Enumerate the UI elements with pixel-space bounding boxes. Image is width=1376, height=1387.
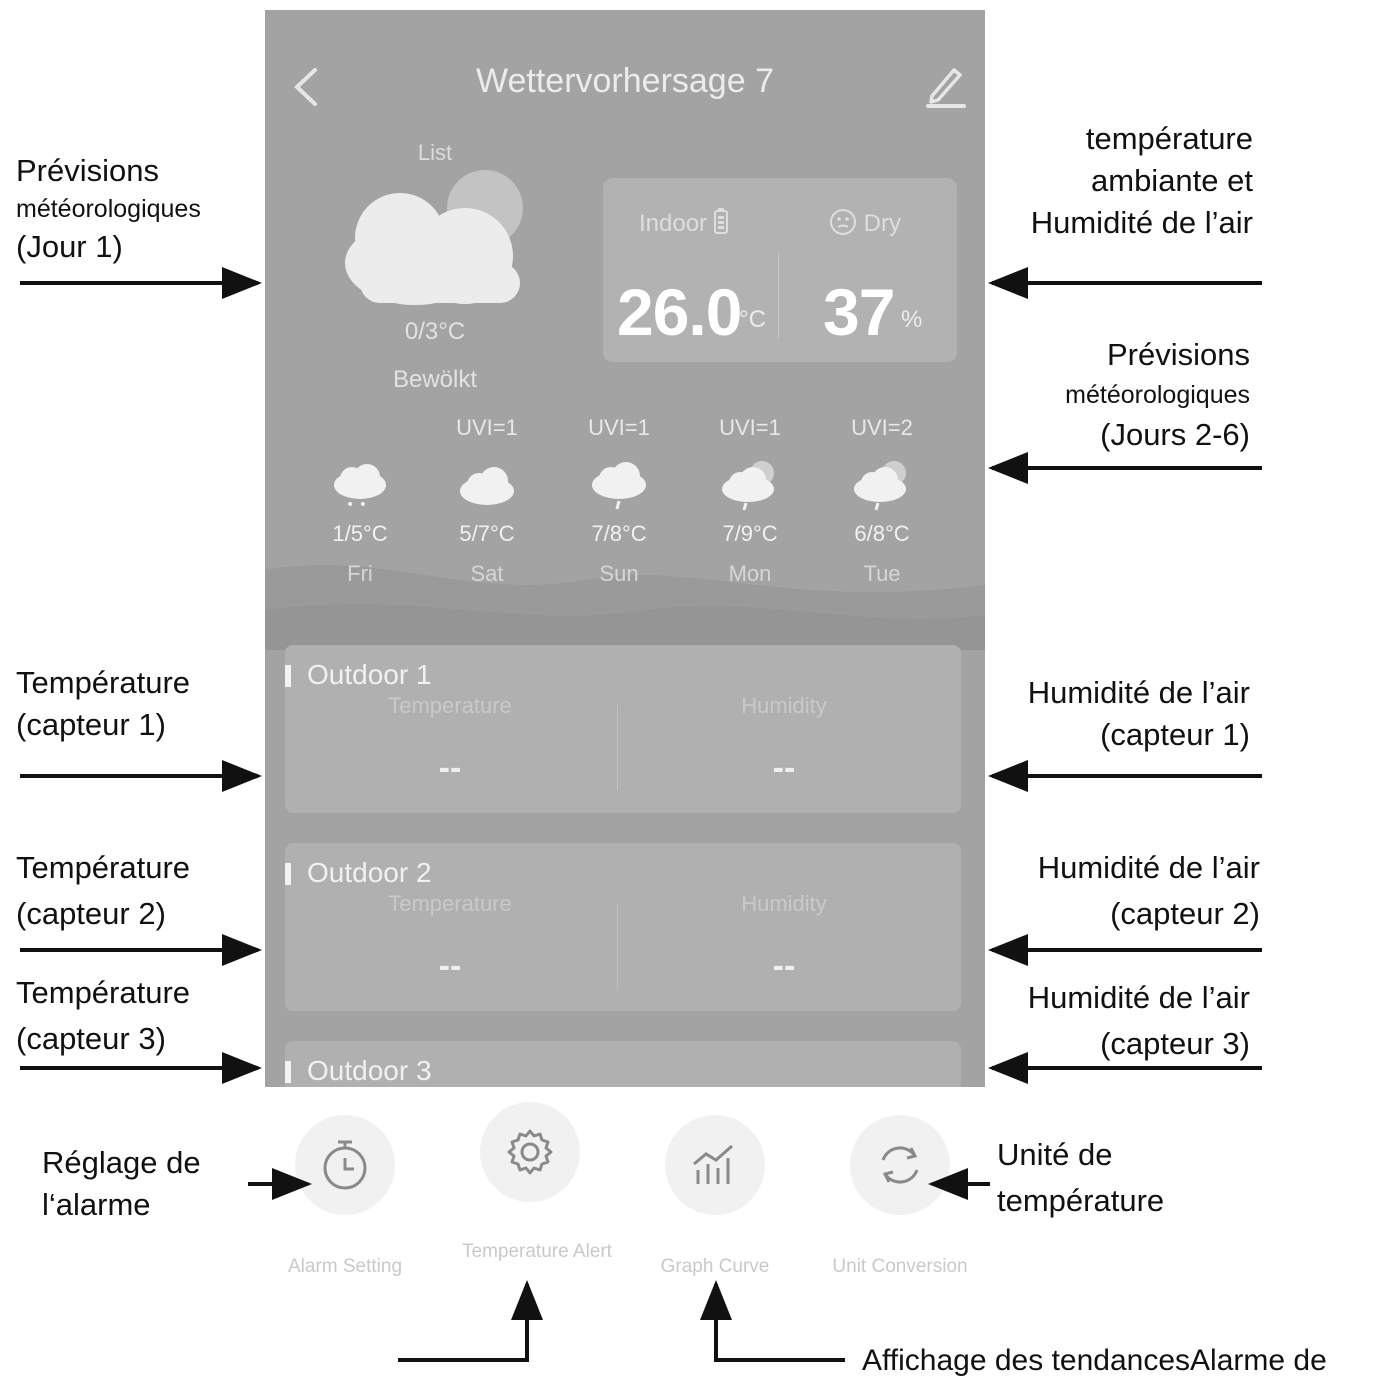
card-accent-bar <box>285 1061 291 1083</box>
forecast-temperature: 7/9°C <box>722 521 778 546</box>
cloud-icon <box>460 467 514 505</box>
sensor-temperature: -- <box>438 947 462 985</box>
nav-graph-curve[interactable]: Graph Curve <box>625 1115 805 1315</box>
chart-icon <box>693 1144 733 1184</box>
indoor-temperature: 26.0 <box>617 275 742 349</box>
forecast-strip: • • 1/5°C Fri UVI=1 5/7°C Sat UVI=1 7/8°… <box>305 415 965 605</box>
card-divider <box>617 705 618 790</box>
today-temperature: 0/3°C <box>404 318 466 345</box>
forecast-temperature: 1/5°C <box>332 521 388 546</box>
annotation-hum-sensor3: Humidité de l’air (capteur 3) <box>1027 980 1250 1061</box>
annotation-temp-sensor2: Température (capteur 2) <box>16 850 191 931</box>
today-forecast: List 0/3°C Bewölkt <box>325 140 545 410</box>
battery-icon <box>713 208 728 234</box>
nav-circle <box>480 1102 580 1202</box>
today-condition: Bewölkt <box>392 366 478 393</box>
humidity-label: Humidity <box>741 693 827 718</box>
rain-cloud-icon <box>592 462 646 510</box>
nav-alarm-setting[interactable]: Alarm Setting <box>255 1115 435 1315</box>
annotation-hum-sensor1: Humidité de l’air (capteur 1) <box>1027 675 1250 752</box>
forecast-day-name: Sun <box>599 561 639 586</box>
sensor-humidity: -- <box>772 947 796 985</box>
sensor-name: Outdoor 1 <box>307 659 432 690</box>
nav-label: Unit Conversion <box>832 1256 968 1277</box>
outdoor-sensor-card-3[interactable]: Outdoor 3 <box>285 1041 961 1087</box>
forecast-day-name: Mon <box>728 561 772 586</box>
annotation-unit: Unité de température <box>997 1137 1165 1218</box>
forecast-temperature: 6/8°C <box>854 521 910 546</box>
svg-text:• •: • • <box>346 497 367 511</box>
indoor-card[interactable]: Indoor Dry 26.0 °C 37 % <box>603 178 957 362</box>
snow-cloud-icon: • • <box>334 464 386 511</box>
annotation-indoor: température ambiante et Humidité de l’ai… <box>1030 121 1253 240</box>
chevron-left-icon <box>294 68 317 106</box>
outdoor-sensor-card-2[interactable]: Outdoor 2 Temperature Humidity -- -- <box>285 843 961 1011</box>
pencil-icon <box>926 68 966 108</box>
humidity-label: Humidity <box>741 891 827 916</box>
forecast-day-name: Tue <box>863 561 901 586</box>
annotation-temp-sensor1: Température (capteur 1) <box>16 665 191 742</box>
forecast-day-name: Fri <box>347 561 373 586</box>
page-title: Wettervorhersage 7 <box>476 62 774 100</box>
refresh-icon <box>881 1146 919 1184</box>
cloudy-icon <box>345 170 523 305</box>
annotation-alarm: Réglage de l‘alarme <box>42 1145 201 1222</box>
nav-label: Alarm Setting <box>287 1256 403 1277</box>
temperature-label: Temperature <box>388 693 512 718</box>
partly-cloudy-rain-icon <box>722 461 774 511</box>
temperature-label: Temperature <box>388 891 512 916</box>
edit-button[interactable] <box>920 62 970 112</box>
forecast-uvi: UVI=1 <box>719 415 781 440</box>
partly-cloudy-rain-icon <box>854 461 906 511</box>
card-divider <box>617 903 618 988</box>
indoor-label: Indoor <box>639 208 728 238</box>
indoor-humidity-unit: % <box>901 306 923 333</box>
outdoor-sensor-card-1[interactable]: Outdoor 1 Temperature Humidity -- -- <box>285 645 961 813</box>
forecast-uvi: UVI=1 <box>456 415 518 440</box>
nav-label: Temperature Alert <box>462 1241 612 1262</box>
annotation-bottom: Affichage des tendancesAlarme de <box>862 1344 1327 1377</box>
app-screen: Wettervorhersage 7 List 0/3°C Bewölkt In… <box>265 10 985 1087</box>
indoor-humidity: 37 <box>823 275 895 349</box>
forecast-day-name: Sat <box>470 561 504 586</box>
card-accent-bar <box>285 665 291 687</box>
sensor-name: Outdoor 2 <box>307 857 432 888</box>
sensor-name: Outdoor 3 <box>307 1055 432 1086</box>
nav-temperature-alert[interactable]: Temperature Alert <box>440 1102 620 1302</box>
forecast-temperature: 7/8°C <box>591 521 647 546</box>
forecast-uvi: UVI=1 <box>588 415 650 440</box>
annotation-day1: Prévisions météorologiques (Jour 1) <box>16 153 201 264</box>
today-label: List <box>417 140 453 165</box>
stopwatch-icon <box>323 1140 367 1190</box>
nav-label: Graph Curve <box>660 1256 770 1277</box>
card-divider <box>778 253 779 338</box>
forecast-uvi: UVI=2 <box>851 415 913 440</box>
face-icon <box>830 209 856 235</box>
annotation-days-2-6: Prévisions météorologiques (Jours 2-6) <box>1065 337 1250 452</box>
card-accent-bar <box>285 863 291 885</box>
forecast-temperature: 5/7°C <box>459 521 515 546</box>
gear-icon <box>507 1129 553 1175</box>
nav-unit-conversion[interactable]: Unit Conversion <box>810 1115 990 1315</box>
back-button[interactable] <box>285 62 325 112</box>
annotation-temp-sensor3: Température (capteur 3) <box>16 975 191 1056</box>
comfort-label: Dry <box>829 208 901 238</box>
annotation-hum-sensor2: Humidité de l’air (capteur 2) <box>1037 850 1260 931</box>
indoor-temperature-unit: °C <box>739 306 766 333</box>
sensor-temperature: -- <box>438 749 462 787</box>
sensor-humidity: -- <box>772 749 796 787</box>
nav-circle <box>665 1115 765 1215</box>
